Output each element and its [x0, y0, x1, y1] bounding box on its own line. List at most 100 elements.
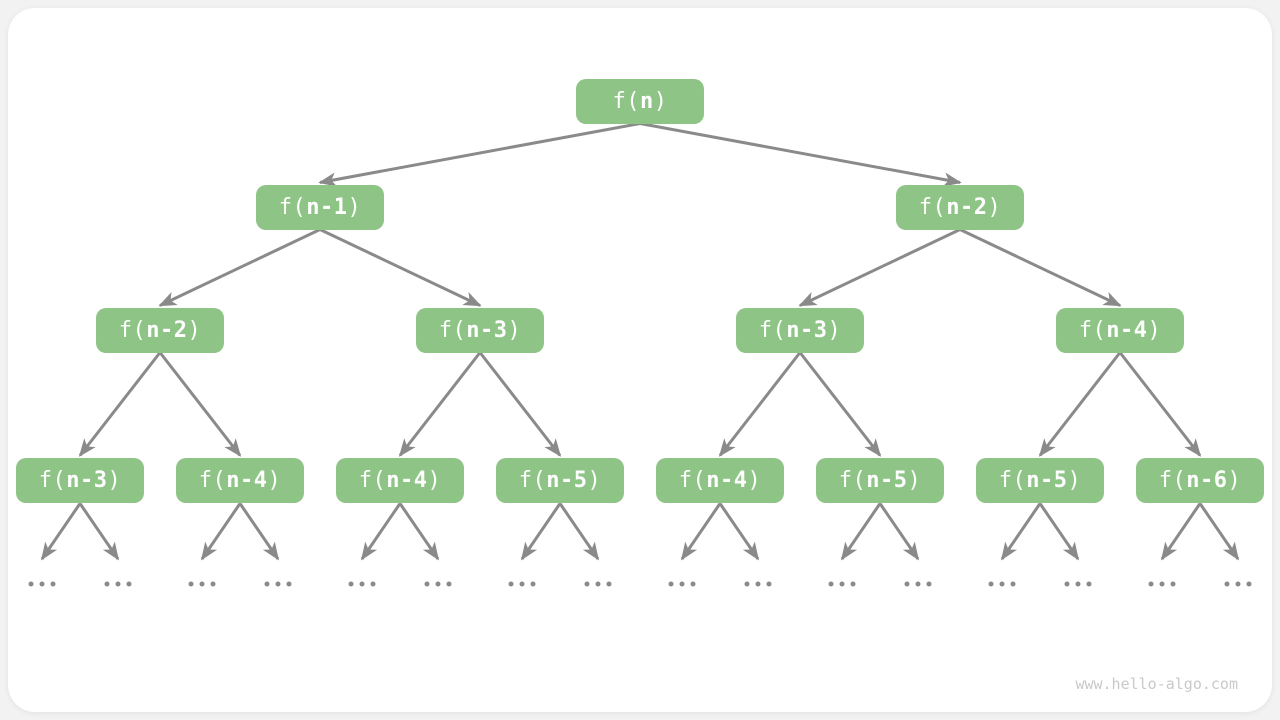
- tree-edge: [718, 502, 760, 561]
- node-label: f(n-4): [358, 467, 442, 493]
- ellipsis-dot: [39, 581, 45, 587]
- ellipsis-dot: [126, 581, 132, 587]
- ellipsis-dot: [530, 581, 536, 587]
- ellipsis-dot: [1246, 581, 1252, 587]
- ellipsis: [104, 581, 132, 587]
- ellipsis: [424, 581, 452, 587]
- tree-edge: [840, 502, 882, 561]
- ellipsis: [988, 581, 1016, 587]
- tree-edge: [1038, 351, 1122, 457]
- ellipsis-dot: [999, 581, 1005, 587]
- ellipsis-dot: [915, 581, 921, 587]
- ellipsis-dot: [348, 581, 354, 587]
- node-label: f(n-2): [918, 194, 1002, 220]
- node-label: f(n-1): [278, 194, 362, 220]
- ellipsis-dot: [904, 581, 910, 587]
- node-label: f(n-3): [758, 317, 842, 343]
- node-label: f(n-3): [438, 317, 522, 343]
- tree-edge: [639, 122, 962, 187]
- ellipsis-dot: [1224, 581, 1230, 587]
- tree-edges: [40, 122, 1240, 561]
- tree-edge: [238, 502, 280, 561]
- tree-edge: [158, 228, 321, 307]
- node-label: f(n-5): [518, 467, 602, 493]
- ellipsis-dot: [519, 581, 525, 587]
- tree-edge: [78, 502, 120, 561]
- ellipsis: [828, 581, 856, 587]
- tree-node-l4-4: f(n-4): [656, 457, 784, 503]
- tree-node-l3-0: f(n-2): [96, 307, 224, 353]
- ellipsis-dot: [446, 581, 452, 587]
- ellipsis-dot: [1235, 581, 1241, 587]
- node-label: f(n-4): [198, 467, 282, 493]
- tree-edge: [1118, 351, 1202, 457]
- node-label: f(n-2): [118, 317, 202, 343]
- ellipsis-dot: [28, 581, 34, 587]
- tree-edge: [398, 351, 482, 457]
- node-label: f(n-4): [1078, 317, 1162, 343]
- tree-edge: [1198, 502, 1240, 561]
- tree-node-l3-2: f(n-3): [736, 307, 864, 353]
- ellipsis-dot: [1086, 581, 1092, 587]
- ellipsis-dot: [435, 581, 441, 587]
- node-label: f(n-6): [1158, 467, 1242, 493]
- ellipsis-dot: [1010, 581, 1016, 587]
- ellipsis: [744, 581, 772, 587]
- tree-edge: [1160, 502, 1202, 561]
- tree-edge: [478, 351, 562, 457]
- diagram-card: [8, 8, 1272, 712]
- tree-edge: [798, 351, 882, 457]
- tree-node-l3-1: f(n-3): [416, 307, 544, 353]
- ellipsis-dot: [210, 581, 216, 587]
- ellipsis-dot: [424, 581, 430, 587]
- node-label: f(n-4): [678, 467, 762, 493]
- ellipsis-dot: [766, 581, 772, 587]
- ellipsis: [1224, 581, 1252, 587]
- ellipsis-dot: [199, 581, 205, 587]
- tree-node-l4-7: f(n-6): [1136, 457, 1264, 503]
- ellipsis: [508, 581, 536, 587]
- ellipsis-dot: [850, 581, 856, 587]
- tree-edge: [398, 502, 440, 561]
- ellipsis-dot: [606, 581, 612, 587]
- ellipsis-dot: [1159, 581, 1165, 587]
- tree-node-l2-1: f(n-2): [896, 184, 1024, 230]
- ellipsis-dot: [115, 581, 121, 587]
- ellipsis-dot: [744, 581, 750, 587]
- ellipsis-dot: [508, 581, 514, 587]
- ellipsis-dot: [286, 581, 292, 587]
- ellipsis-dot: [668, 581, 674, 587]
- node-label: f(n-5): [838, 467, 922, 493]
- node-label: f(n-5): [998, 467, 1082, 493]
- tree-edge: [158, 351, 242, 457]
- tree-edge: [878, 502, 920, 561]
- ellipsis-dot: [188, 581, 194, 587]
- ellipsis: [188, 581, 216, 587]
- tree-edge: [200, 502, 242, 561]
- ellipsis: [1148, 581, 1176, 587]
- ellipsis-groups: [28, 581, 1252, 587]
- tree-edge: [680, 502, 722, 561]
- ellipsis: [668, 581, 696, 587]
- ellipsis-dot: [926, 581, 932, 587]
- tree-edge: [318, 122, 641, 187]
- tree-node-l4-5: f(n-5): [816, 457, 944, 503]
- watermark: www.hello-algo.com: [1075, 675, 1238, 693]
- ellipsis-dot: [679, 581, 685, 587]
- tree-edge: [558, 502, 600, 561]
- tree-node-l1-0: f(n): [576, 78, 704, 124]
- ellipsis-dot: [595, 581, 601, 587]
- tree-edge: [40, 502, 82, 561]
- ellipsis-dot: [988, 581, 994, 587]
- node-label: f(n): [612, 88, 668, 114]
- ellipsis: [584, 581, 612, 587]
- ellipsis-dot: [690, 581, 696, 587]
- ellipsis-dot: [370, 581, 376, 587]
- tree-node-l4-1: f(n-4): [176, 457, 304, 503]
- tree-edge: [319, 228, 482, 307]
- ellipsis-dot: [755, 581, 761, 587]
- tree-edge: [798, 228, 961, 307]
- ellipsis-dot: [839, 581, 845, 587]
